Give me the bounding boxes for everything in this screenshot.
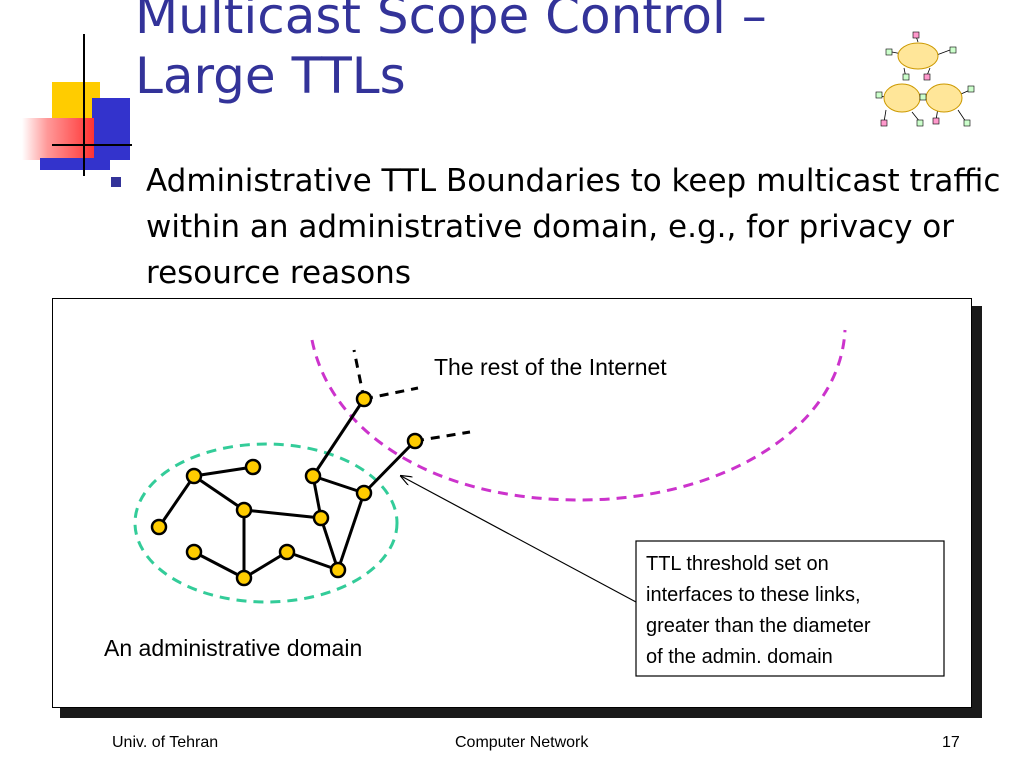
network-clouds-icon [875, 31, 975, 127]
node [329, 561, 347, 579]
callout-line: of the admin. domain [646, 646, 833, 668]
callout-text: TTL threshold set on interfaces to these… [646, 553, 876, 668]
node [406, 432, 424, 450]
domain-boundary [133, 442, 399, 604]
node [244, 458, 262, 476]
bullet-marker [111, 177, 121, 187]
external-links [352, 349, 471, 443]
title-line-2: Large TTLs [135, 47, 406, 105]
footer-page-number: 17 [942, 734, 960, 751]
callout-arrow [401, 476, 637, 603]
callout-line: interfaces to these links, [646, 584, 861, 606]
diagram-frame [52, 298, 972, 708]
node [304, 467, 322, 485]
deco-blue-bar [40, 158, 110, 170]
node [235, 569, 253, 587]
node [312, 509, 330, 527]
network-nodes [150, 390, 424, 587]
node [235, 501, 253, 519]
network-links [157, 398, 417, 580]
footer-center: Computer Network [455, 734, 589, 751]
node [150, 518, 168, 536]
node [278, 543, 296, 561]
node [185, 467, 203, 485]
deco-red-square [22, 118, 94, 160]
deco-vertical-line [83, 34, 85, 176]
deco-horizontal-line [52, 144, 132, 146]
title-line-1: Multicast Scope Control – [135, 0, 767, 45]
node [355, 484, 373, 502]
node [355, 390, 373, 408]
bullet-text: Administrative TTL Boundaries to keep mu… [146, 163, 1001, 291]
internet-label: The rest of the Internet [434, 354, 667, 380]
domain-label: An administrative domain [104, 635, 362, 661]
node [185, 543, 203, 561]
deco-blue-square [92, 98, 130, 160]
slide-title: Multicast Scope Control – Large TTLs [135, 0, 855, 106]
footer-left: Univ. of Tehran [112, 734, 219, 751]
callout-line: TTL threshold set on [646, 553, 829, 575]
callout-line: greater than the diameter [646, 615, 871, 637]
callout-box [635, 540, 945, 677]
